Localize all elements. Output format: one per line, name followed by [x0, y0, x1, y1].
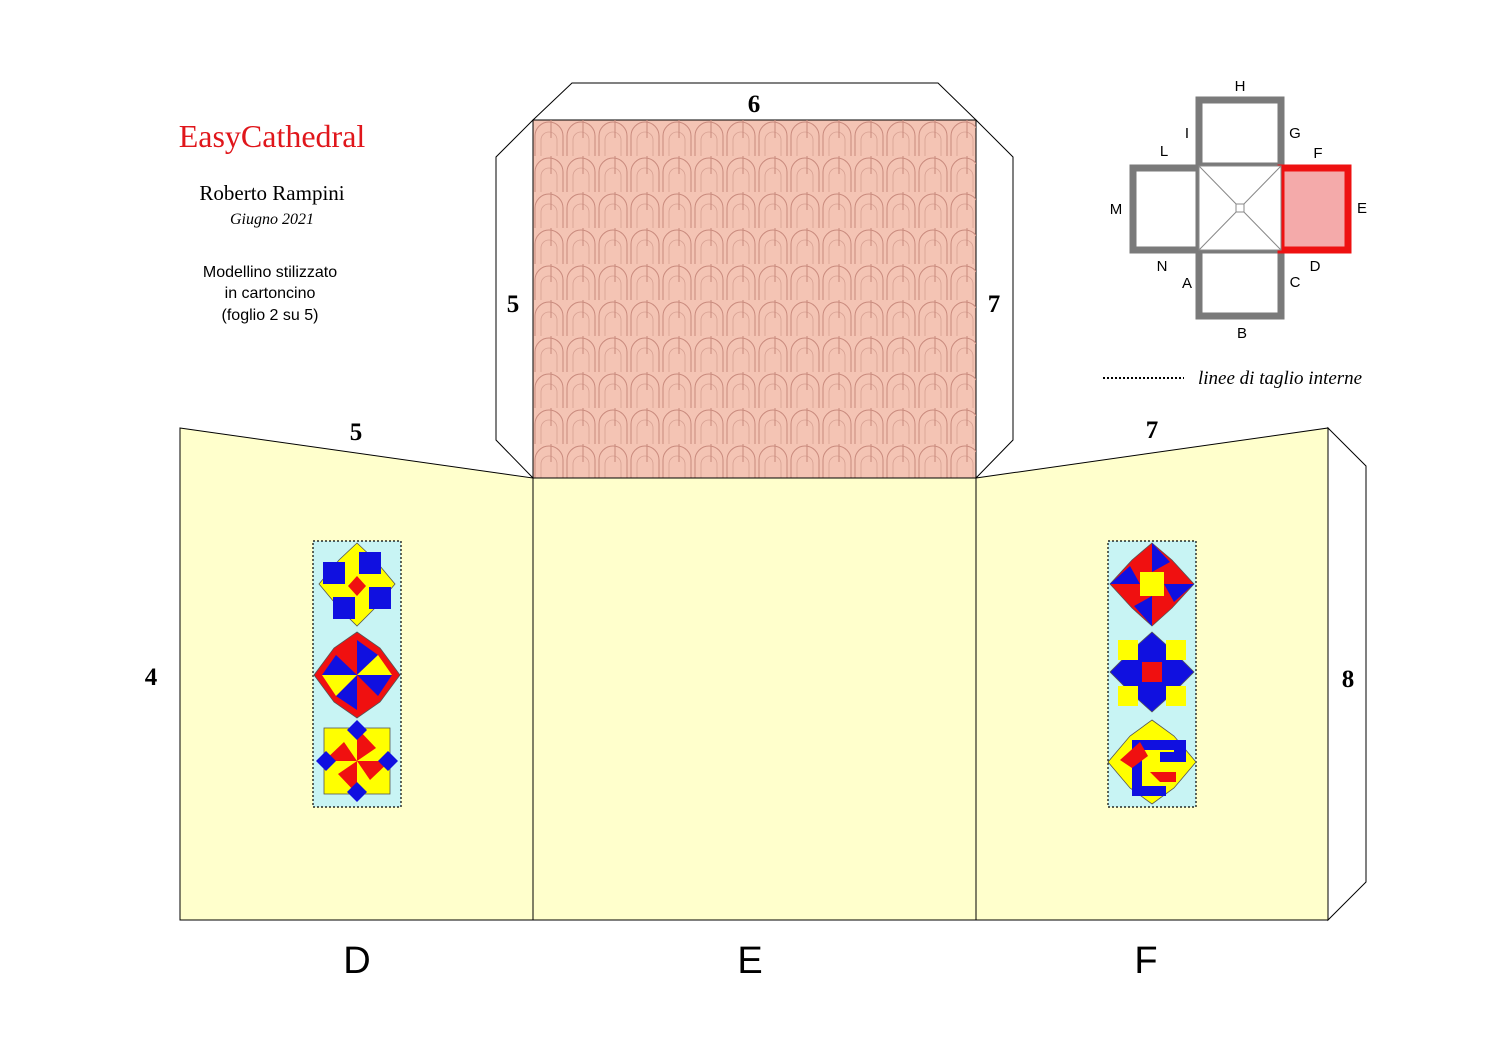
edge-number-right-top: 7	[1146, 417, 1159, 444]
window-left	[312, 540, 402, 808]
legend-label: linee di taglio interne	[1198, 368, 1362, 389]
edge-number-top-flap: 6	[748, 91, 761, 118]
key-arm-bottom	[1195, 246, 1285, 320]
roof-tile-pattern	[533, 120, 976, 478]
brand-title: EasyCathedral	[179, 118, 366, 154]
edge-number-right-flap: 7	[988, 291, 1001, 318]
author-name: Roberto Rampini	[199, 181, 344, 205]
roof-panel	[495, 82, 1014, 480]
rosette-1	[318, 542, 396, 627]
key-map	[1129, 96, 1352, 320]
key-arm-top	[1195, 96, 1285, 170]
key-letter-b: B	[1237, 325, 1247, 342]
key-letter-n: N	[1157, 258, 1168, 275]
description-line-3: (foglio 2 su 5)	[222, 307, 319, 324]
panel-label-d: D	[343, 940, 370, 982]
rosette-2	[313, 631, 401, 719]
key-arm-right-highlight	[1277, 164, 1352, 254]
key-letter-l: L	[1160, 143, 1168, 160]
key-letter-m: M	[1110, 201, 1123, 218]
key-letter-a: A	[1182, 275, 1192, 292]
edge-number-left-flap: 5	[507, 291, 520, 318]
edge-number-left-top: 5	[350, 419, 363, 446]
rosette-3	[316, 720, 398, 802]
key-letter-h: H	[1235, 78, 1246, 95]
key-letter-i: I	[1185, 125, 1189, 142]
key-letter-g: G	[1289, 125, 1301, 142]
key-letter-e: E	[1357, 200, 1367, 217]
key-arm-left	[1129, 164, 1203, 254]
description-line-1: Modellino stilizzato	[203, 264, 337, 281]
key-letter-c: C	[1290, 274, 1301, 291]
panel-label-e: E	[737, 940, 762, 982]
key-letter-f: F	[1313, 145, 1322, 162]
rosette-6	[1107, 719, 1197, 805]
description-line-2: in cartoncino	[225, 285, 316, 302]
rosette-4	[1109, 542, 1195, 627]
window-right	[1107, 540, 1197, 808]
panel-label-f: F	[1134, 940, 1157, 982]
edge-number-left-side: 4	[145, 664, 158, 691]
edge-number-right-side: 8	[1342, 666, 1355, 693]
author-date: Giugno 2021	[230, 211, 314, 228]
rosette-5	[1109, 631, 1195, 713]
key-letter-d: D	[1310, 258, 1321, 275]
wall-panel-e	[532, 477, 977, 921]
side-glue-flap	[1327, 426, 1367, 922]
